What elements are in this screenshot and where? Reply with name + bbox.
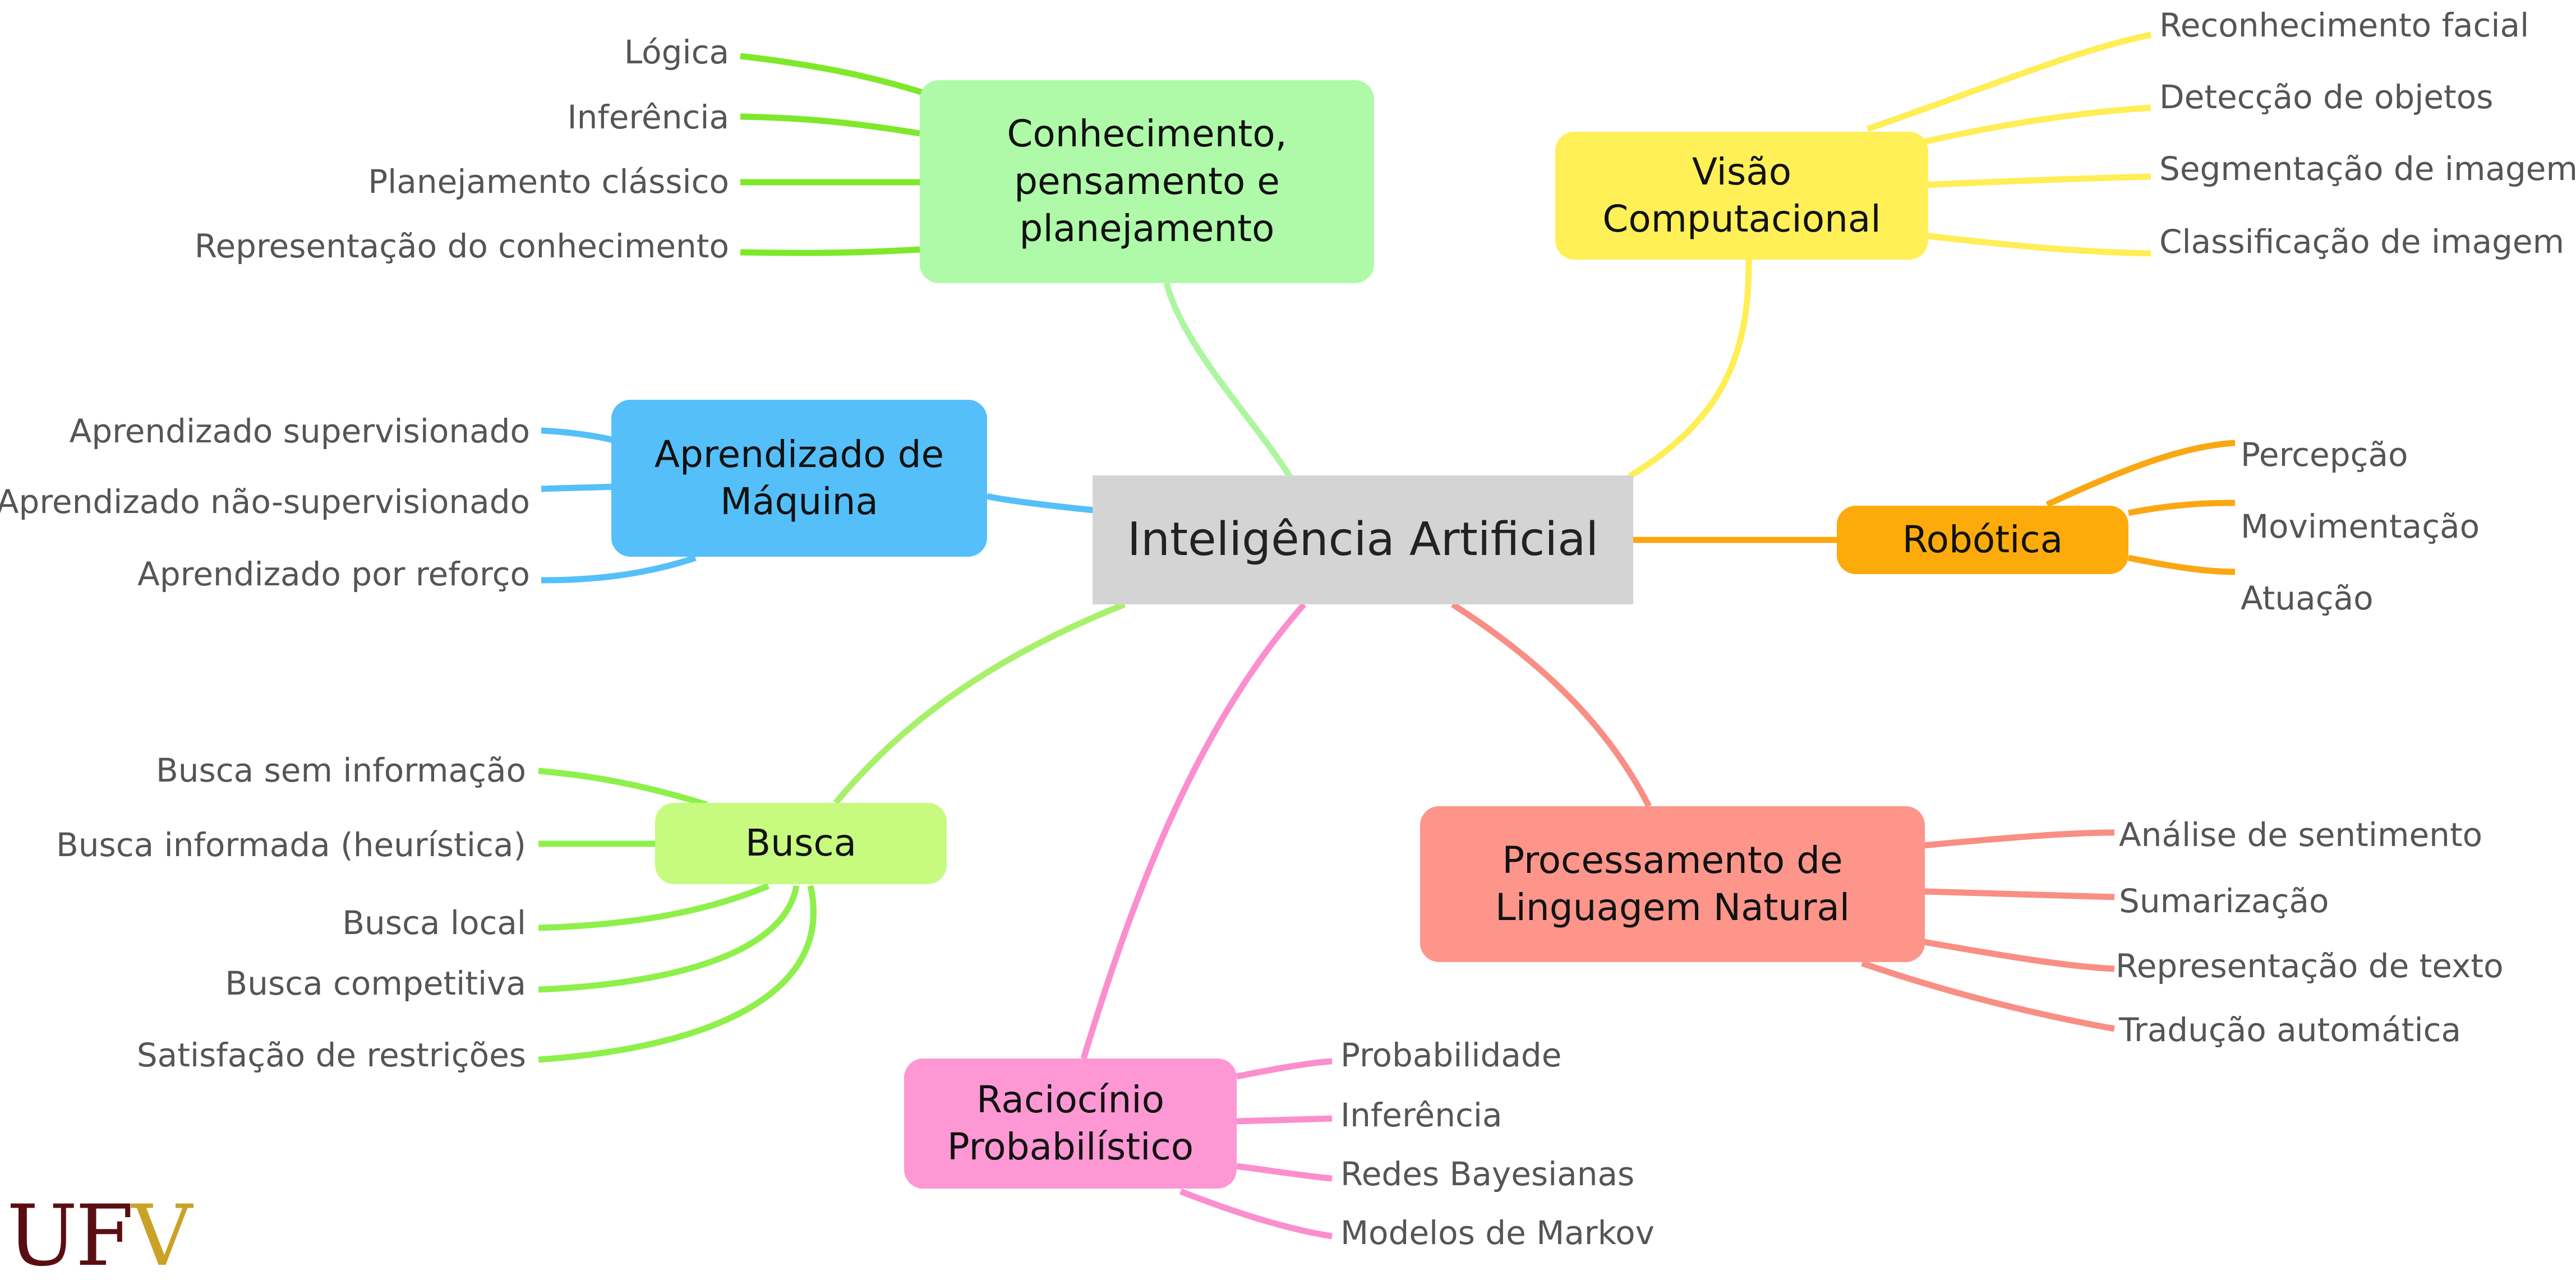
leaf-conhecimento-2[interactable]: Inferência: [567, 98, 729, 136]
central-node[interactable]: Inteligência Artificial: [1093, 475, 1633, 604]
leaf-visao-1[interactable]: Reconhecimento facial: [2159, 6, 2529, 44]
ufv-logo: UFV: [7, 1194, 192, 1278]
leaf-pln-4[interactable]: Tradução automática: [2119, 1011, 2462, 1049]
leaf-line-busca-1: [538, 768, 708, 808]
leaf-line-pln-1: [1923, 829, 2115, 849]
leaf-aprendizado-2[interactable]: Aprendizado não-supervisionado: [0, 483, 530, 521]
leaf-line-conhecimento-1: [740, 53, 924, 96]
connector-central-visao: [1628, 259, 1752, 479]
connector-central-aprendizado: [986, 493, 1094, 514]
branch-label-visao: Visão Computacional: [1602, 150, 1881, 241]
branch-node-busca[interactable]: Busca: [655, 803, 947, 884]
connector-central-pln: [1451, 602, 1652, 808]
leaf-line-conhecimento-4: [740, 246, 920, 256]
leaf-line-raciocinio-1: [1236, 1058, 1333, 1080]
leaf-line-visao-1: [1867, 31, 2152, 132]
leaf-line-robotica-3: [2127, 554, 2236, 575]
leaf-conhecimento-3[interactable]: Planejamento clássico: [368, 163, 729, 201]
leaf-busca-5[interactable]: Satisfação de restrições: [136, 1036, 526, 1074]
leaf-robotica-1[interactable]: Percepção: [2241, 436, 2408, 474]
leaf-raciocinio-1[interactable]: Probabilidade: [1340, 1036, 1562, 1074]
leaf-raciocinio-2[interactable]: Inferência: [1340, 1096, 1503, 1134]
leaf-busca-2[interactable]: Busca informada (heurística): [56, 826, 526, 864]
leaf-pln-2[interactable]: Sumarização: [2119, 882, 2329, 920]
leaf-busca-3[interactable]: Busca local: [342, 904, 526, 942]
leaf-line-pln-2: [1923, 888, 2115, 900]
branch-node-visao[interactable]: Visão Computacional: [1555, 132, 1928, 260]
leaf-robotica-2[interactable]: Movimentação: [2241, 507, 2480, 546]
leaf-line-raciocinio-3: [1236, 1163, 1333, 1182]
branch-label-pln: Processamento de Linguagem Natural: [1495, 838, 1850, 929]
leaf-line-busca-3: [538, 882, 770, 931]
leaf-line-visao-2: [1923, 104, 2151, 145]
leaf-line-robotica-2: [2127, 500, 2236, 516]
leaf-line-conhecimento-2: [740, 113, 920, 137]
branch-node-raciocinio[interactable]: Raciocínio Probabilístico: [904, 1058, 1237, 1189]
leaf-visao-4[interactable]: Classificação de imagem: [2159, 223, 2565, 261]
leaf-conhecimento-4[interactable]: Representação do conhecimento: [194, 227, 729, 265]
leaf-line-visao-3: [1923, 173, 2151, 188]
leaf-line-robotica-1: [2045, 440, 2236, 507]
leaf-line-busca-5: [538, 885, 817, 1063]
branch-label-aprendizado: Aprendizado de Máquina: [654, 432, 944, 523]
leaf-visao-2[interactable]: Detecção de objetos: [2159, 78, 2494, 116]
branch-node-aprendizado[interactable]: Aprendizado de Máquina: [611, 400, 987, 557]
logo-letter-u: U: [7, 1187, 77, 1285]
branch-node-conhecimento[interactable]: Conhecimento, pensamento e planejamento: [920, 80, 1374, 283]
branch-node-robotica[interactable]: Robótica: [1837, 506, 2128, 574]
leaf-line-raciocinio-2: [1236, 1115, 1333, 1125]
logo-letter-v: V: [131, 1187, 192, 1285]
leaf-line-aprendizado-2: [541, 483, 615, 492]
leaf-line-pln-4: [1861, 960, 2115, 1032]
central-node-label: Inteligência Artificial: [1127, 512, 1599, 566]
branch-label-robotica: Robótica: [1902, 517, 2063, 561]
leaf-robotica-3[interactable]: Atuação: [2241, 579, 2374, 617]
leaf-conhecimento-1[interactable]: Lógica: [624, 33, 729, 71]
leaf-pln-3[interactable]: Representação de texto: [2116, 947, 2504, 985]
leaf-visao-3[interactable]: Segmentação de imagem: [2159, 150, 2576, 188]
leaf-pln-1[interactable]: Análise de sentimento: [2119, 816, 2483, 854]
branch-label-busca: Busca: [745, 821, 857, 865]
connector-central-conhecimento: [1163, 282, 1293, 478]
leaf-line-aprendizado-1: [541, 427, 615, 443]
leaf-line-raciocinio-4: [1179, 1188, 1333, 1240]
leaf-line-busca-4: [538, 885, 800, 993]
leaf-aprendizado-3[interactable]: Aprendizado por reforço: [137, 555, 530, 593]
leaf-raciocinio-4[interactable]: Modelos de Markov: [1340, 1214, 1655, 1252]
branch-label-raciocinio: Raciocínio Probabilístico: [947, 1078, 1194, 1168]
logo-letter-f: F: [75, 1187, 133, 1285]
leaf-busca-4[interactable]: Busca competitiva: [225, 964, 526, 1002]
mind-map-connectors: [538, 31, 2236, 1240]
leaf-line-visao-4: [1923, 232, 2151, 257]
leaf-raciocinio-3[interactable]: Redes Bayesianas: [1340, 1155, 1635, 1193]
connector-central-raciocinio: [1080, 602, 1307, 1060]
leaf-line-aprendizado-3: [541, 554, 697, 584]
branch-label-conhecimento: Conhecimento, pensamento e planejamento: [1007, 112, 1287, 251]
leaf-line-pln-3: [1923, 939, 2115, 972]
leaf-aprendizado-1[interactable]: Aprendizado supervisionado: [69, 412, 530, 450]
connector-central-busca: [833, 601, 1126, 805]
leaf-busca-1[interactable]: Busca sem informação: [155, 751, 526, 789]
branch-node-pln[interactable]: Processamento de Linguagem Natural: [1420, 806, 1925, 962]
